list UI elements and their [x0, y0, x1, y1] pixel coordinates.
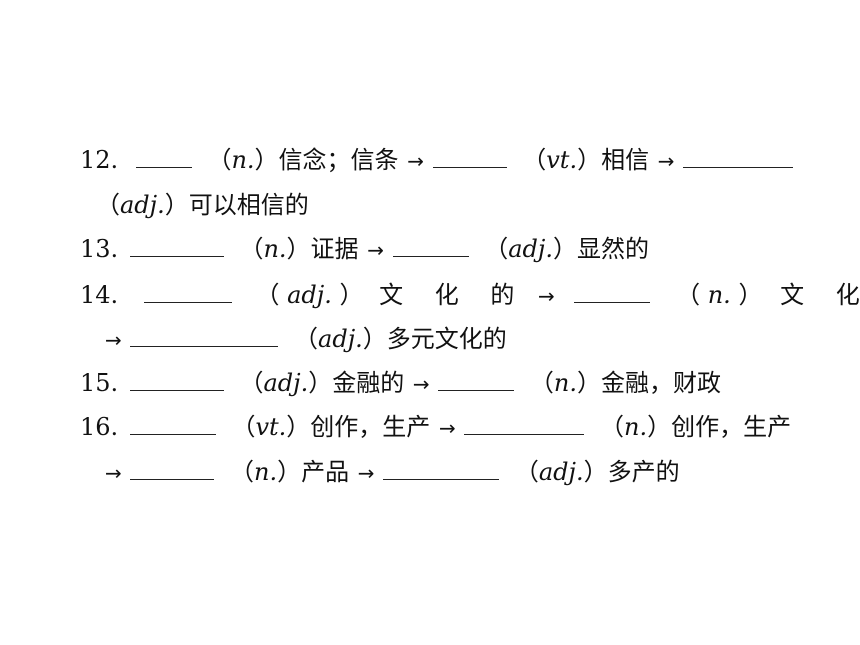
answer-blank[interactable] — [383, 455, 500, 480]
answer-blank[interactable] — [129, 410, 216, 435]
item-16-line-2: → （n.）产品 → （adj.）多产的 — [104, 455, 680, 489]
answer-blank[interactable] — [130, 322, 279, 347]
item-14-line-2: → （adj.）多元文化的 — [104, 322, 507, 356]
arrow-icon: → — [412, 372, 430, 396]
meaning-text: 金融的 — [332, 369, 405, 397]
item-12-line-2: （adj.）可以相信的 — [96, 191, 309, 219]
answer-blank[interactable] — [438, 366, 515, 391]
item-14-line-1: 14. （ adj. ） 文 化 的 → （ n. ） 文 化 — [80, 278, 860, 312]
pos-label: adj. — [318, 325, 363, 353]
arrow-icon: → — [657, 149, 675, 173]
item-12-line-1: 12. （n.）信念；信条 → （vt.）相信 → — [80, 143, 794, 177]
pos-label: vt. — [546, 146, 578, 174]
item-number: 14. — [80, 281, 119, 309]
arrow-icon: → — [105, 328, 122, 352]
item-13-line-1: 13. （n.）证据 → （adj.）显然的 — [80, 232, 649, 266]
answer-blank[interactable] — [574, 278, 651, 303]
item-number: 12. — [80, 146, 119, 174]
arrow-icon: → — [105, 461, 122, 485]
meaning-text: 多元文化的 — [386, 325, 507, 353]
arrow-icon: → — [438, 416, 456, 440]
meaning-text: 证据 — [310, 235, 359, 263]
arrow-icon: → — [367, 238, 384, 262]
meaning-text: 相信 — [601, 146, 650, 174]
meaning-text: 信念；信条 — [278, 146, 399, 174]
answer-blank[interactable] — [130, 455, 215, 480]
pos-label: n. — [231, 146, 255, 174]
answer-blank[interactable] — [129, 366, 224, 391]
answer-blank[interactable] — [432, 143, 507, 168]
answer-blank[interactable] — [143, 278, 232, 303]
pos-label: n. — [254, 458, 278, 486]
meaning-text: 产品 — [301, 458, 350, 486]
meaning-text: 可以相信的 — [188, 191, 309, 219]
pos-label: n. — [623, 413, 648, 441]
pos-label: vt. — [255, 413, 287, 441]
meaning-text: 文 化 的 — [379, 281, 527, 309]
item-number: 16. — [80, 413, 119, 441]
item-15-line-1: 15. （adj.）金融的 → （n.）金融，财政 — [80, 366, 721, 400]
item-number: 13. — [80, 235, 119, 263]
arrow-icon: → — [538, 284, 555, 308]
answer-blank[interactable] — [129, 232, 224, 257]
pos-label: adj. — [120, 191, 165, 219]
meaning-text: 多产的 — [607, 458, 680, 486]
meaning-text: 文 化 — [780, 281, 860, 309]
answer-blank[interactable] — [392, 232, 469, 257]
pos-label: adj. — [508, 235, 553, 263]
meaning-text: 显然的 — [576, 235, 649, 263]
meaning-text: 金融，财政 — [600, 369, 721, 397]
item-16-line-1: 16. （vt.）创作，生产 → （n.）创作，生产 — [80, 410, 791, 444]
item-number: 15. — [80, 369, 119, 397]
pos-label: adj. — [263, 369, 309, 397]
pos-label: n. — [553, 369, 577, 397]
meaning-text: 创作，生产 — [671, 413, 792, 441]
arrow-icon: → — [407, 149, 424, 173]
answer-blank[interactable] — [464, 410, 585, 435]
answer-blank[interactable] — [683, 143, 794, 168]
arrow-icon: → — [357, 461, 375, 485]
meaning-text: 创作，生产 — [310, 413, 431, 441]
answer-blank[interactable] — [135, 143, 192, 168]
pos-label: n. — [707, 281, 731, 309]
pos-label: n. — [263, 235, 287, 263]
pos-label: adj. — [287, 281, 332, 309]
pos-label: adj. — [538, 458, 584, 486]
